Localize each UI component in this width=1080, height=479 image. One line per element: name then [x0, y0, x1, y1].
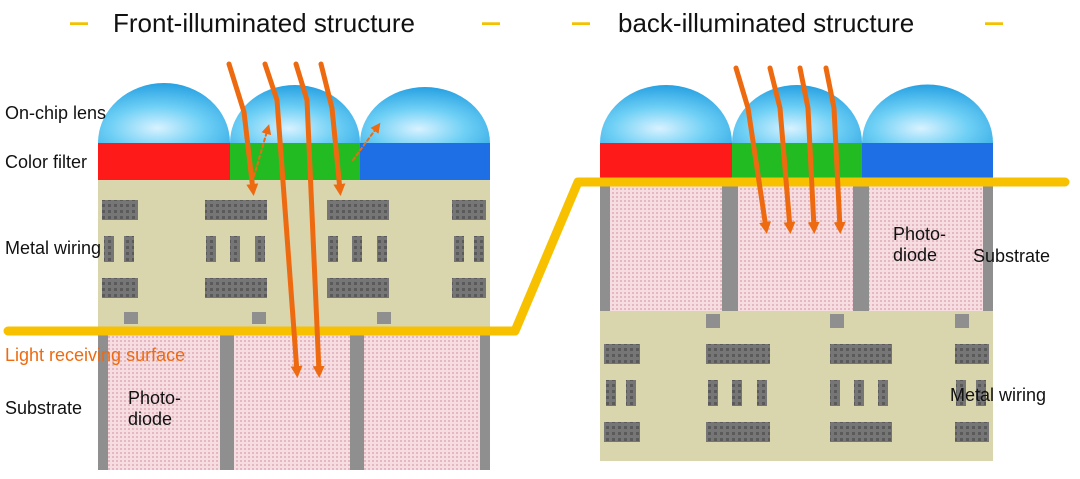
- front-light-ray-2: [262, 61, 303, 378]
- front-contact: [252, 312, 266, 324]
- back-light-arrows: [733, 65, 846, 234]
- logo-mark-right-1: ▬▬: [572, 17, 590, 27]
- back-metal: [604, 344, 640, 364]
- label-metal-wiring-back: Metal wiring: [950, 385, 1047, 405]
- back-photodiode-region: [600, 180, 993, 311]
- back-metal: [732, 380, 742, 406]
- back-pillar: [853, 180, 869, 311]
- front-reflected-ray-2: [352, 122, 381, 161]
- back-metal: [854, 380, 864, 406]
- front-light-ray-3: [293, 61, 325, 378]
- photodiode-front-line2: diode: [128, 409, 173, 429]
- back-filter-red: [600, 143, 732, 180]
- label-on-chip-lens: On-chip lens: [5, 103, 107, 123]
- back-filter-green: [732, 143, 862, 180]
- front-title: Front-illuminated structure: [113, 8, 415, 38]
- front-metal: [102, 278, 138, 298]
- back-title: back-illuminated structure: [618, 8, 915, 38]
- back-contact: [830, 314, 844, 328]
- back-contact: [955, 314, 969, 328]
- front-metal: [352, 236, 362, 262]
- logo-mark-left-2: ▬▬: [482, 17, 500, 27]
- back-metal: [830, 422, 892, 442]
- front-metal: [104, 236, 114, 262]
- logo-mark-left-1: ▬▬: [70, 17, 88, 27]
- back-structure: [600, 84, 993, 461]
- back-metal: [706, 344, 770, 364]
- back-metal: [878, 380, 888, 406]
- label-metal-wiring-front: Metal wiring: [5, 238, 102, 258]
- front-metal: [102, 200, 138, 220]
- front-pillar: [480, 332, 490, 470]
- front-pillar: [98, 332, 108, 470]
- front-structure: [98, 83, 490, 470]
- front-metal: [328, 236, 338, 262]
- back-metal: [757, 380, 767, 406]
- back-contact: [706, 314, 720, 328]
- back-metal: [604, 422, 640, 442]
- front-pillar: [220, 332, 234, 470]
- front-metal: [205, 278, 267, 298]
- front-reflected-ray-1: [253, 124, 272, 177]
- label-substrate-front: Substrate: [5, 398, 83, 418]
- front-metal: [255, 236, 265, 262]
- back-light-ray-2: [767, 65, 796, 234]
- back-metal: [708, 380, 718, 406]
- back-pillar: [983, 180, 993, 311]
- back-metal: [955, 344, 989, 364]
- front-filter-red: [98, 143, 230, 180]
- back-wiring-layer: [600, 311, 993, 461]
- front-metal: [474, 236, 484, 262]
- back-metal: [955, 422, 989, 442]
- back-pillar: [600, 180, 610, 311]
- back-lens-3: [862, 84, 993, 143]
- back-metal: [956, 380, 966, 406]
- front-pillar: [350, 332, 364, 470]
- front-metal: [206, 236, 216, 262]
- back-light-ray-3: [797, 65, 820, 234]
- front-light-ray-1: [226, 61, 259, 196]
- back-metal: [706, 422, 770, 442]
- front-metal: [452, 278, 486, 298]
- front-contact: [124, 312, 138, 324]
- front-metal: [230, 236, 240, 262]
- photodiode-front-line1: Photo-: [128, 388, 182, 408]
- logo-mark-right-2: ▬▬: [985, 17, 1003, 27]
- front-metal: [452, 200, 486, 220]
- back-metal: [976, 380, 986, 406]
- back-lens-1: [600, 85, 732, 143]
- front-lens-1: [98, 83, 230, 143]
- front-lens-3: [360, 87, 490, 143]
- front-light-ray-4: [318, 61, 346, 196]
- back-metal: [830, 380, 840, 406]
- label-photodiode-back: Photo- diode: [893, 224, 946, 266]
- front-filter-blue: [360, 143, 490, 180]
- back-light-ray-1: [733, 65, 772, 234]
- front-metal: [327, 278, 389, 298]
- light-receiving-surface-line: [3, 177, 1070, 336]
- front-metal: [377, 236, 387, 262]
- front-metal: [327, 200, 389, 220]
- front-metal: [205, 200, 267, 220]
- label-color-filter: Color filter: [5, 152, 88, 172]
- back-metal: [606, 380, 616, 406]
- label-photodiode-front: Photo- diode: [128, 388, 181, 430]
- back-metal: [830, 344, 892, 364]
- back-pillar: [722, 180, 738, 311]
- front-light-arrows: [226, 61, 381, 378]
- photodiode-back-line2: diode: [893, 245, 938, 265]
- front-contact: [377, 312, 391, 324]
- back-metal: [626, 380, 636, 406]
- label-substrate-back: Substrate: [973, 246, 1051, 266]
- back-lens-2: [732, 85, 862, 143]
- front-metal: [454, 236, 464, 262]
- front-metal: [124, 236, 134, 262]
- label-light-receiving-surface: Light receiving surface: [5, 345, 186, 365]
- photodiode-back-line1: Photo-: [893, 224, 947, 244]
- back-filter-blue: [862, 143, 993, 180]
- front-lens-2: [230, 85, 360, 143]
- back-light-ray-4: [823, 65, 846, 234]
